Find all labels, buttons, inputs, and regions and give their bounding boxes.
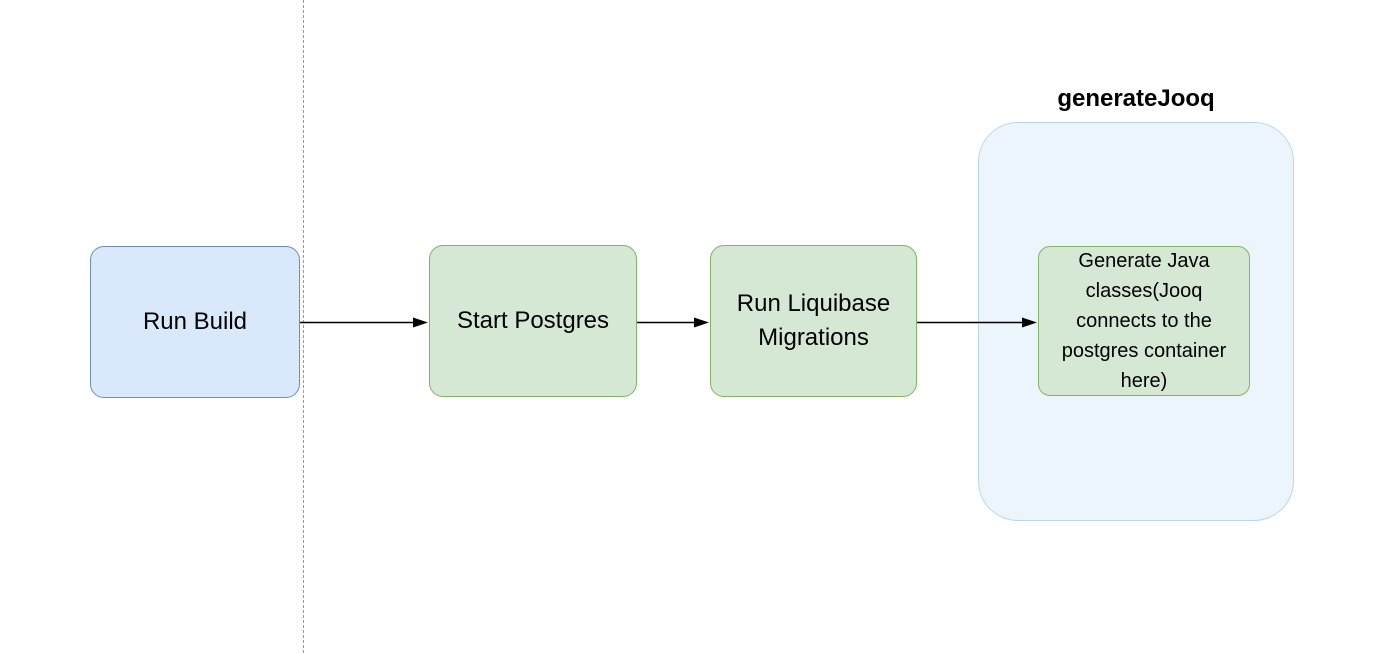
node-generate-java-classes-label: Generate Java classes(Jooq connects to t…: [1061, 250, 1227, 392]
node-run-build: Run Build: [90, 246, 300, 398]
node-start-postgres-label: Start Postgres: [456, 307, 610, 335]
node-run-liquibase-migrations-label: Run Liquibase Migrations: [736, 290, 891, 351]
arrow-start-postgres-to-run-liquibase: [637, 317, 709, 328]
node-start-postgres: Start Postgres: [429, 245, 637, 397]
dashed-divider-line: [303, 0, 304, 653]
arrow-run-liquibase-to-generate-java: [917, 317, 1037, 328]
arrow-run-build-to-start-postgres: [300, 317, 428, 328]
node-run-build-label: Run Build: [142, 308, 248, 336]
group-label-generatejooq: generateJooq: [1057, 85, 1215, 112]
node-run-liquibase-migrations: Run Liquibase Migrations: [710, 245, 917, 397]
node-generate-java-classes: Generate Java classes(Jooq connects to t…: [1038, 246, 1250, 396]
